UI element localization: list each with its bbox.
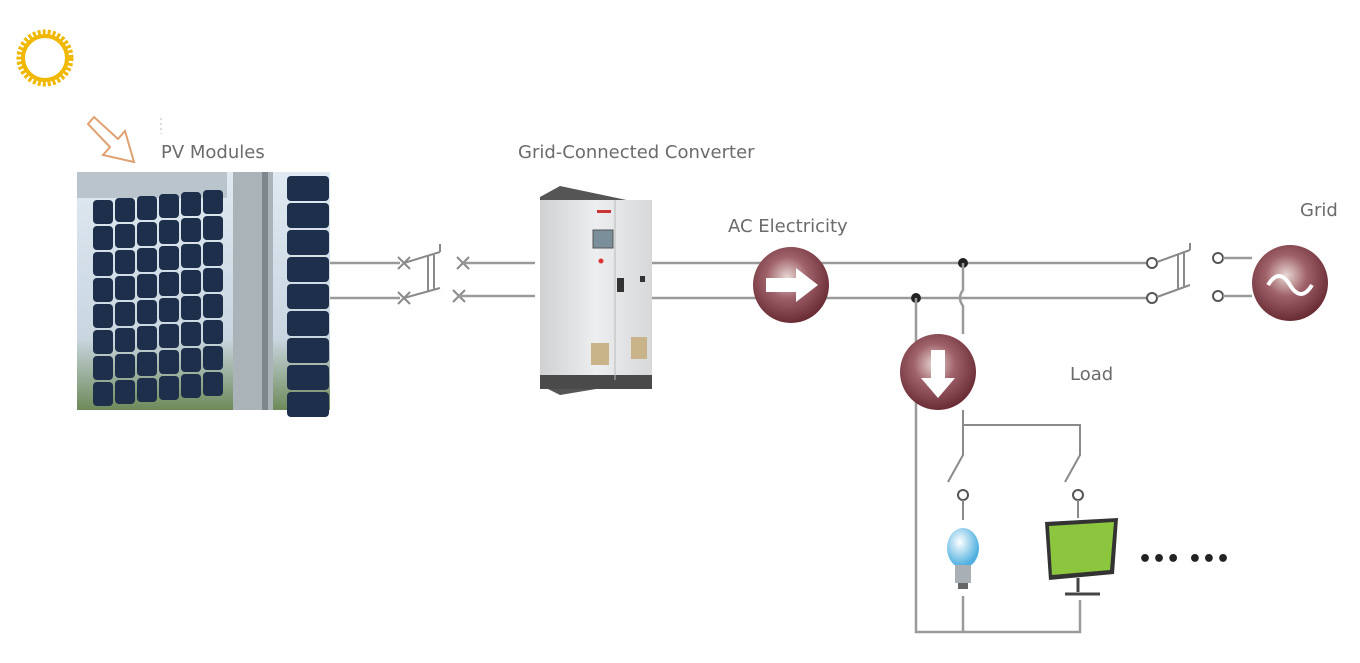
ac-flow-arrow-icon bbox=[753, 247, 829, 323]
solar-cell bbox=[181, 296, 201, 320]
grid-label: Grid bbox=[1300, 200, 1338, 221]
solar-cell bbox=[181, 270, 201, 294]
load-switch-contact bbox=[1072, 489, 1084, 501]
solar-cell bbox=[93, 382, 113, 406]
solar-cell bbox=[287, 365, 329, 390]
light-bulb-icon bbox=[947, 528, 979, 589]
solar-cell bbox=[159, 376, 179, 400]
solar-cell bbox=[203, 190, 223, 214]
load-label: Load bbox=[1070, 364, 1113, 385]
solar-cell bbox=[115, 224, 135, 248]
sunlight-arrow-icon bbox=[86, 115, 136, 164]
solar-cell bbox=[93, 356, 113, 380]
solar-cell bbox=[181, 244, 201, 268]
load-switch-contact bbox=[957, 489, 969, 501]
sun-icon bbox=[16, 29, 74, 87]
solar-cell bbox=[137, 352, 157, 376]
solar-cell bbox=[159, 194, 179, 218]
solar-cell bbox=[287, 392, 329, 417]
solar-cell bbox=[287, 284, 329, 309]
solar-cell bbox=[115, 276, 135, 300]
solar-cell bbox=[203, 242, 223, 266]
solar-cell bbox=[159, 298, 179, 322]
solar-cell bbox=[287, 176, 329, 201]
solar-cell bbox=[93, 226, 113, 250]
solar-cell bbox=[287, 257, 329, 282]
solar-cell bbox=[93, 200, 113, 224]
solar-cell bbox=[203, 216, 223, 240]
solar-cell bbox=[159, 324, 179, 348]
solar-cell bbox=[159, 272, 179, 296]
solar-cell bbox=[137, 248, 157, 272]
dc-breaker bbox=[330, 244, 535, 305]
solar-cell bbox=[93, 304, 113, 328]
solar-cell bbox=[181, 374, 201, 398]
converter-label: Grid-Connected Converter bbox=[518, 142, 755, 163]
solar-cell bbox=[115, 302, 135, 326]
solar-cell bbox=[287, 338, 329, 363]
solar-cell bbox=[115, 250, 135, 274]
solar-cell bbox=[287, 311, 329, 336]
grid-connected-converter-cabinet bbox=[540, 186, 652, 395]
solar-cell bbox=[93, 252, 113, 276]
solar-cell bbox=[287, 203, 329, 228]
solar-cell bbox=[137, 274, 157, 298]
ac-bus-lines bbox=[652, 261, 1148, 300]
solar-cell bbox=[115, 198, 135, 222]
solar-cell bbox=[181, 322, 201, 346]
solar-cell bbox=[137, 378, 157, 402]
solar-cell bbox=[115, 380, 135, 404]
solar-cell bbox=[203, 294, 223, 318]
solar-cell bbox=[159, 350, 179, 374]
solar-cell bbox=[203, 268, 223, 292]
solar-cell bbox=[115, 328, 135, 352]
pv-modules-label: PV Modules bbox=[161, 142, 265, 163]
ac-electricity-label: AC Electricity bbox=[728, 216, 848, 237]
solar-cell bbox=[137, 196, 157, 220]
load-flow-arrow-icon bbox=[900, 334, 976, 410]
solar-cell bbox=[181, 192, 201, 216]
solar-cell bbox=[203, 346, 223, 370]
solar-cell bbox=[181, 218, 201, 242]
solar-cell bbox=[137, 222, 157, 246]
solar-cell bbox=[159, 246, 179, 270]
grid-ac-source-icon bbox=[1252, 245, 1328, 321]
solar-cell bbox=[203, 320, 223, 344]
grid-switch bbox=[1146, 243, 1252, 304]
solar-cell bbox=[159, 220, 179, 244]
pv-modules-image bbox=[77, 172, 330, 417]
solar-cell bbox=[203, 372, 223, 396]
solar-cell bbox=[137, 326, 157, 350]
solar-cell bbox=[287, 230, 329, 255]
solar-cell bbox=[137, 300, 157, 324]
solar-cell bbox=[115, 354, 135, 378]
solar-cell bbox=[181, 348, 201, 372]
solar-cell bbox=[93, 278, 113, 302]
more-loads-ellipsis: ••• ••• bbox=[1138, 547, 1230, 572]
monitor-icon bbox=[1045, 518, 1118, 596]
solar-cell bbox=[93, 330, 113, 354]
